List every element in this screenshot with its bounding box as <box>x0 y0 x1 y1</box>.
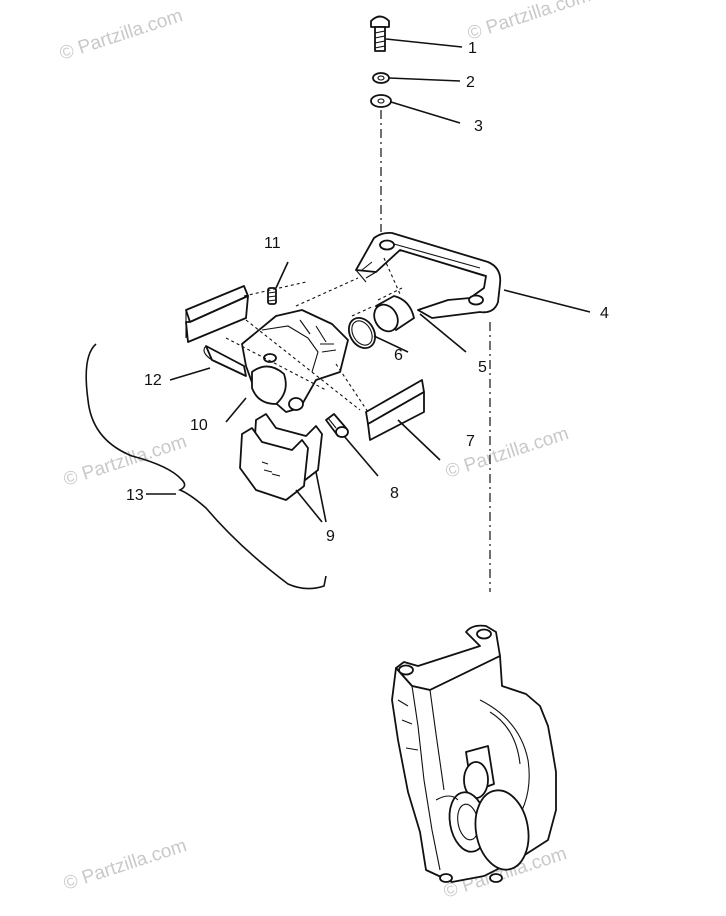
pad-spring-lower-part <box>365 379 425 441</box>
brake-housing-part <box>391 624 557 883</box>
brake-line-part <box>203 345 247 377</box>
brake-pads-part <box>239 413 323 501</box>
callout-11: 11 <box>264 235 281 252</box>
bolt-part <box>370 15 390 52</box>
callout-1: 1 <box>468 40 477 57</box>
assembly-bracket-13 <box>85 343 327 590</box>
callout-10: 10 <box>190 417 208 434</box>
lock-washer-part <box>372 72 390 84</box>
bleeder-screw-part <box>267 287 277 305</box>
watermark-middle-left: © Partzilla.com <box>61 431 189 491</box>
pad-spring-upper-part <box>185 285 249 343</box>
watermark-top-right: © Partzilla.com <box>465 0 593 45</box>
caliper-body-part <box>241 309 349 413</box>
callout-3: 3 <box>474 118 483 135</box>
caliper-bracket-part <box>355 231 502 319</box>
caliper-pin-part <box>325 413 349 438</box>
callout-8: 8 <box>390 485 399 502</box>
caliper-piston-part <box>373 295 415 333</box>
alignment-lines <box>225 257 491 592</box>
watermark-middle-right: © Partzilla.com <box>443 423 571 483</box>
watermark-top-left: © Partzilla.com <box>57 5 185 65</box>
callout-12: 12 <box>144 372 162 389</box>
piston-seal-part <box>347 317 377 349</box>
callout-13: 13 <box>126 487 144 504</box>
callout-5: 5 <box>478 359 487 376</box>
leader-lines <box>146 38 591 523</box>
callout-numbers: 1 2 3 4 5 6 7 8 9 10 11 12 13 <box>126 40 609 545</box>
callout-9: 9 <box>326 528 335 545</box>
callout-6: 6 <box>394 347 403 364</box>
watermark-bottom-left: © Partzilla.com <box>61 835 189 895</box>
callout-7: 7 <box>466 433 475 450</box>
flat-washer-part <box>370 94 392 108</box>
callout-4: 4 <box>600 305 609 322</box>
callout-2: 2 <box>466 74 475 91</box>
